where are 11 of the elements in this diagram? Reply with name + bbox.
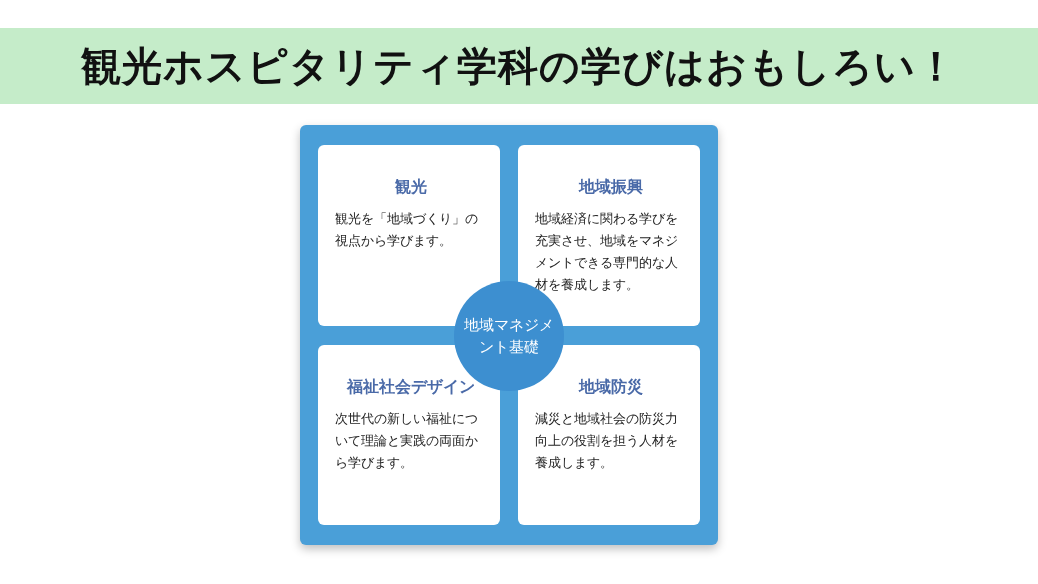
card-description: 地域経済に関わる学びを充実させ、地域をマネジメントできる専門的な人材を養成します。 — [535, 210, 679, 294]
card-heading: 福祉社会デザイン — [345, 377, 476, 398]
card-description: 減災と地域社会の防災力向上の役割を担う人材を養成します。 — [535, 410, 679, 472]
card-description: 観光を「地域づくり」の視点から学びます。 — [335, 210, 479, 250]
circle-label: 地域マネジメント基礎 — [463, 315, 555, 358]
card-description: 次世代の新しい福祉について理論と実践の両面から学びます。 — [335, 410, 479, 472]
card-heading: 観光 — [393, 177, 428, 198]
card-heading: 地域防災 — [577, 377, 644, 398]
panel-background — [300, 125, 718, 545]
card-heading: 地域振興 — [577, 177, 644, 198]
title: 観光ホスピタリティ学科の学びはおもしろい！ — [81, 41, 957, 91]
